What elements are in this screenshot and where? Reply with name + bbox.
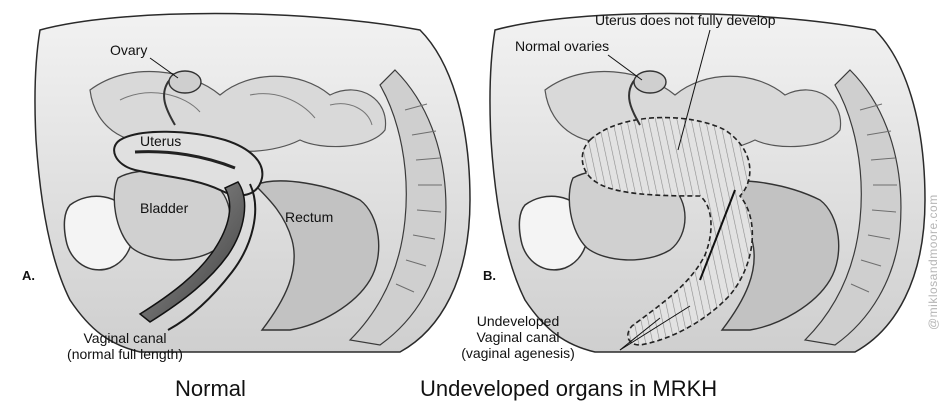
label-rectum: Rectum xyxy=(285,209,333,225)
label-undeveloped-line3: (vaginal agenesis) xyxy=(448,345,588,361)
label-uterus-not-develop: Uterus does not fully develop xyxy=(595,12,776,28)
label-normal-ovaries: Normal ovaries xyxy=(515,38,609,54)
ovary-a xyxy=(169,71,201,93)
panel-a-drawing xyxy=(35,14,470,353)
label-undeveloped-line1: Undeveloped xyxy=(448,313,588,329)
panel-b-letter: B. xyxy=(483,268,496,283)
label-vaginal-canal-normal-line1: Vaginal canal xyxy=(30,330,220,346)
caption-normal: Normal xyxy=(175,377,246,401)
panel-b-drawing xyxy=(490,14,925,353)
caption-mrkh: Undeveloped organs in MRKH xyxy=(420,377,717,401)
label-undeveloped-line2: Vaginal canal xyxy=(448,329,588,345)
credit-watermark: @miklosandmoore.com xyxy=(926,194,940,330)
label-ovary: Ovary xyxy=(110,42,147,58)
label-uterus: Uterus xyxy=(140,133,181,149)
ovary-b xyxy=(634,71,666,93)
label-bladder: Bladder xyxy=(140,200,188,216)
panel-a-letter: A. xyxy=(22,268,35,283)
label-vaginal-canal-normal-line2: (normal full length) xyxy=(30,346,220,362)
